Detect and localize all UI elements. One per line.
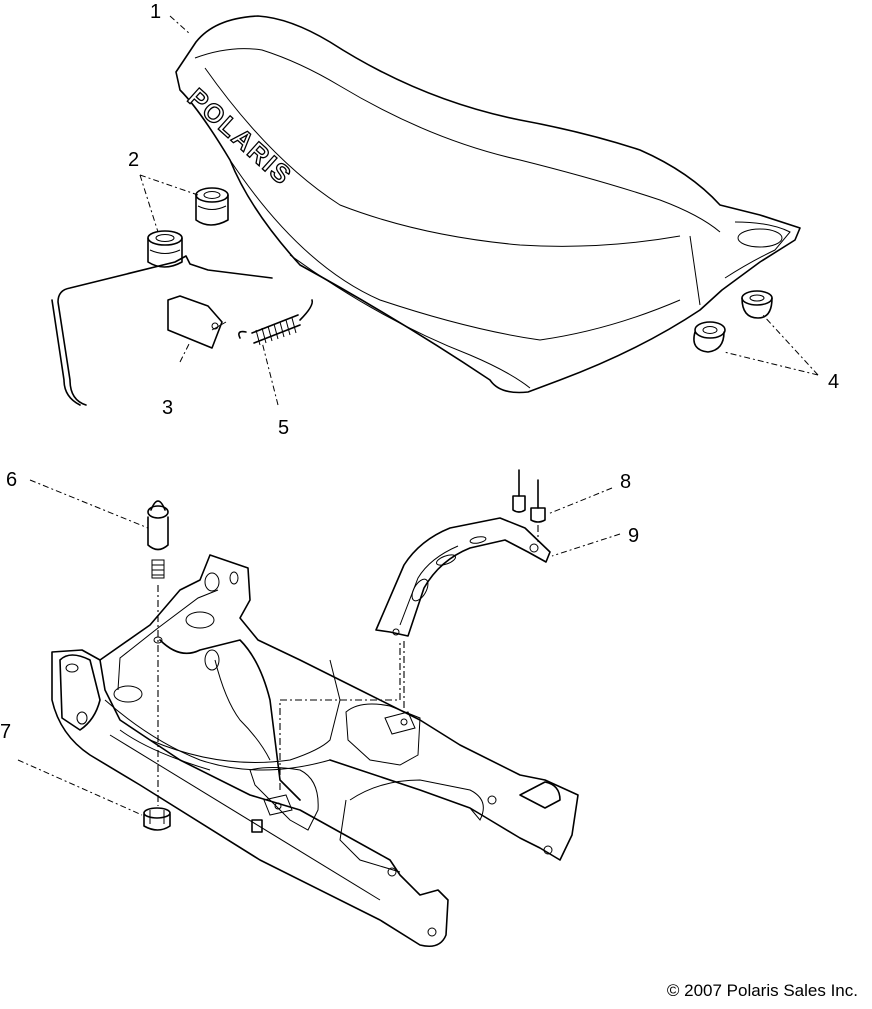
leader-lines [17, 15, 819, 816]
seat-part: POLARIS [175, 15, 801, 394]
callout-5: 5 [278, 417, 289, 439]
grommet-part [693, 290, 773, 353]
callout-1: 1 [150, 1, 161, 23]
subframe [51, 554, 579, 948]
copyright-notice: © 2007 Polaris Sales Inc. [666, 981, 858, 1000]
seat-bracket-part [375, 517, 551, 637]
callout-8: 8 [620, 471, 631, 493]
callout-9: 9 [628, 525, 639, 547]
seat-latch-part [51, 255, 273, 406]
callout-labels: 1 2 3 4 5 6 7 8 9 [0, 1, 839, 743]
rivet-part [512, 469, 546, 523]
bushing-part [147, 187, 229, 268]
assembly-lines [157, 525, 539, 806]
spring-part [238, 299, 314, 346]
callout-4: 4 [828, 371, 839, 393]
clip-part [143, 807, 171, 831]
callout-2: 2 [128, 149, 139, 171]
callout-7: 7 [0, 721, 11, 743]
callout-3: 3 [162, 397, 173, 419]
bumper-stop-part [147, 500, 169, 579]
callout-6: 6 [6, 469, 17, 491]
